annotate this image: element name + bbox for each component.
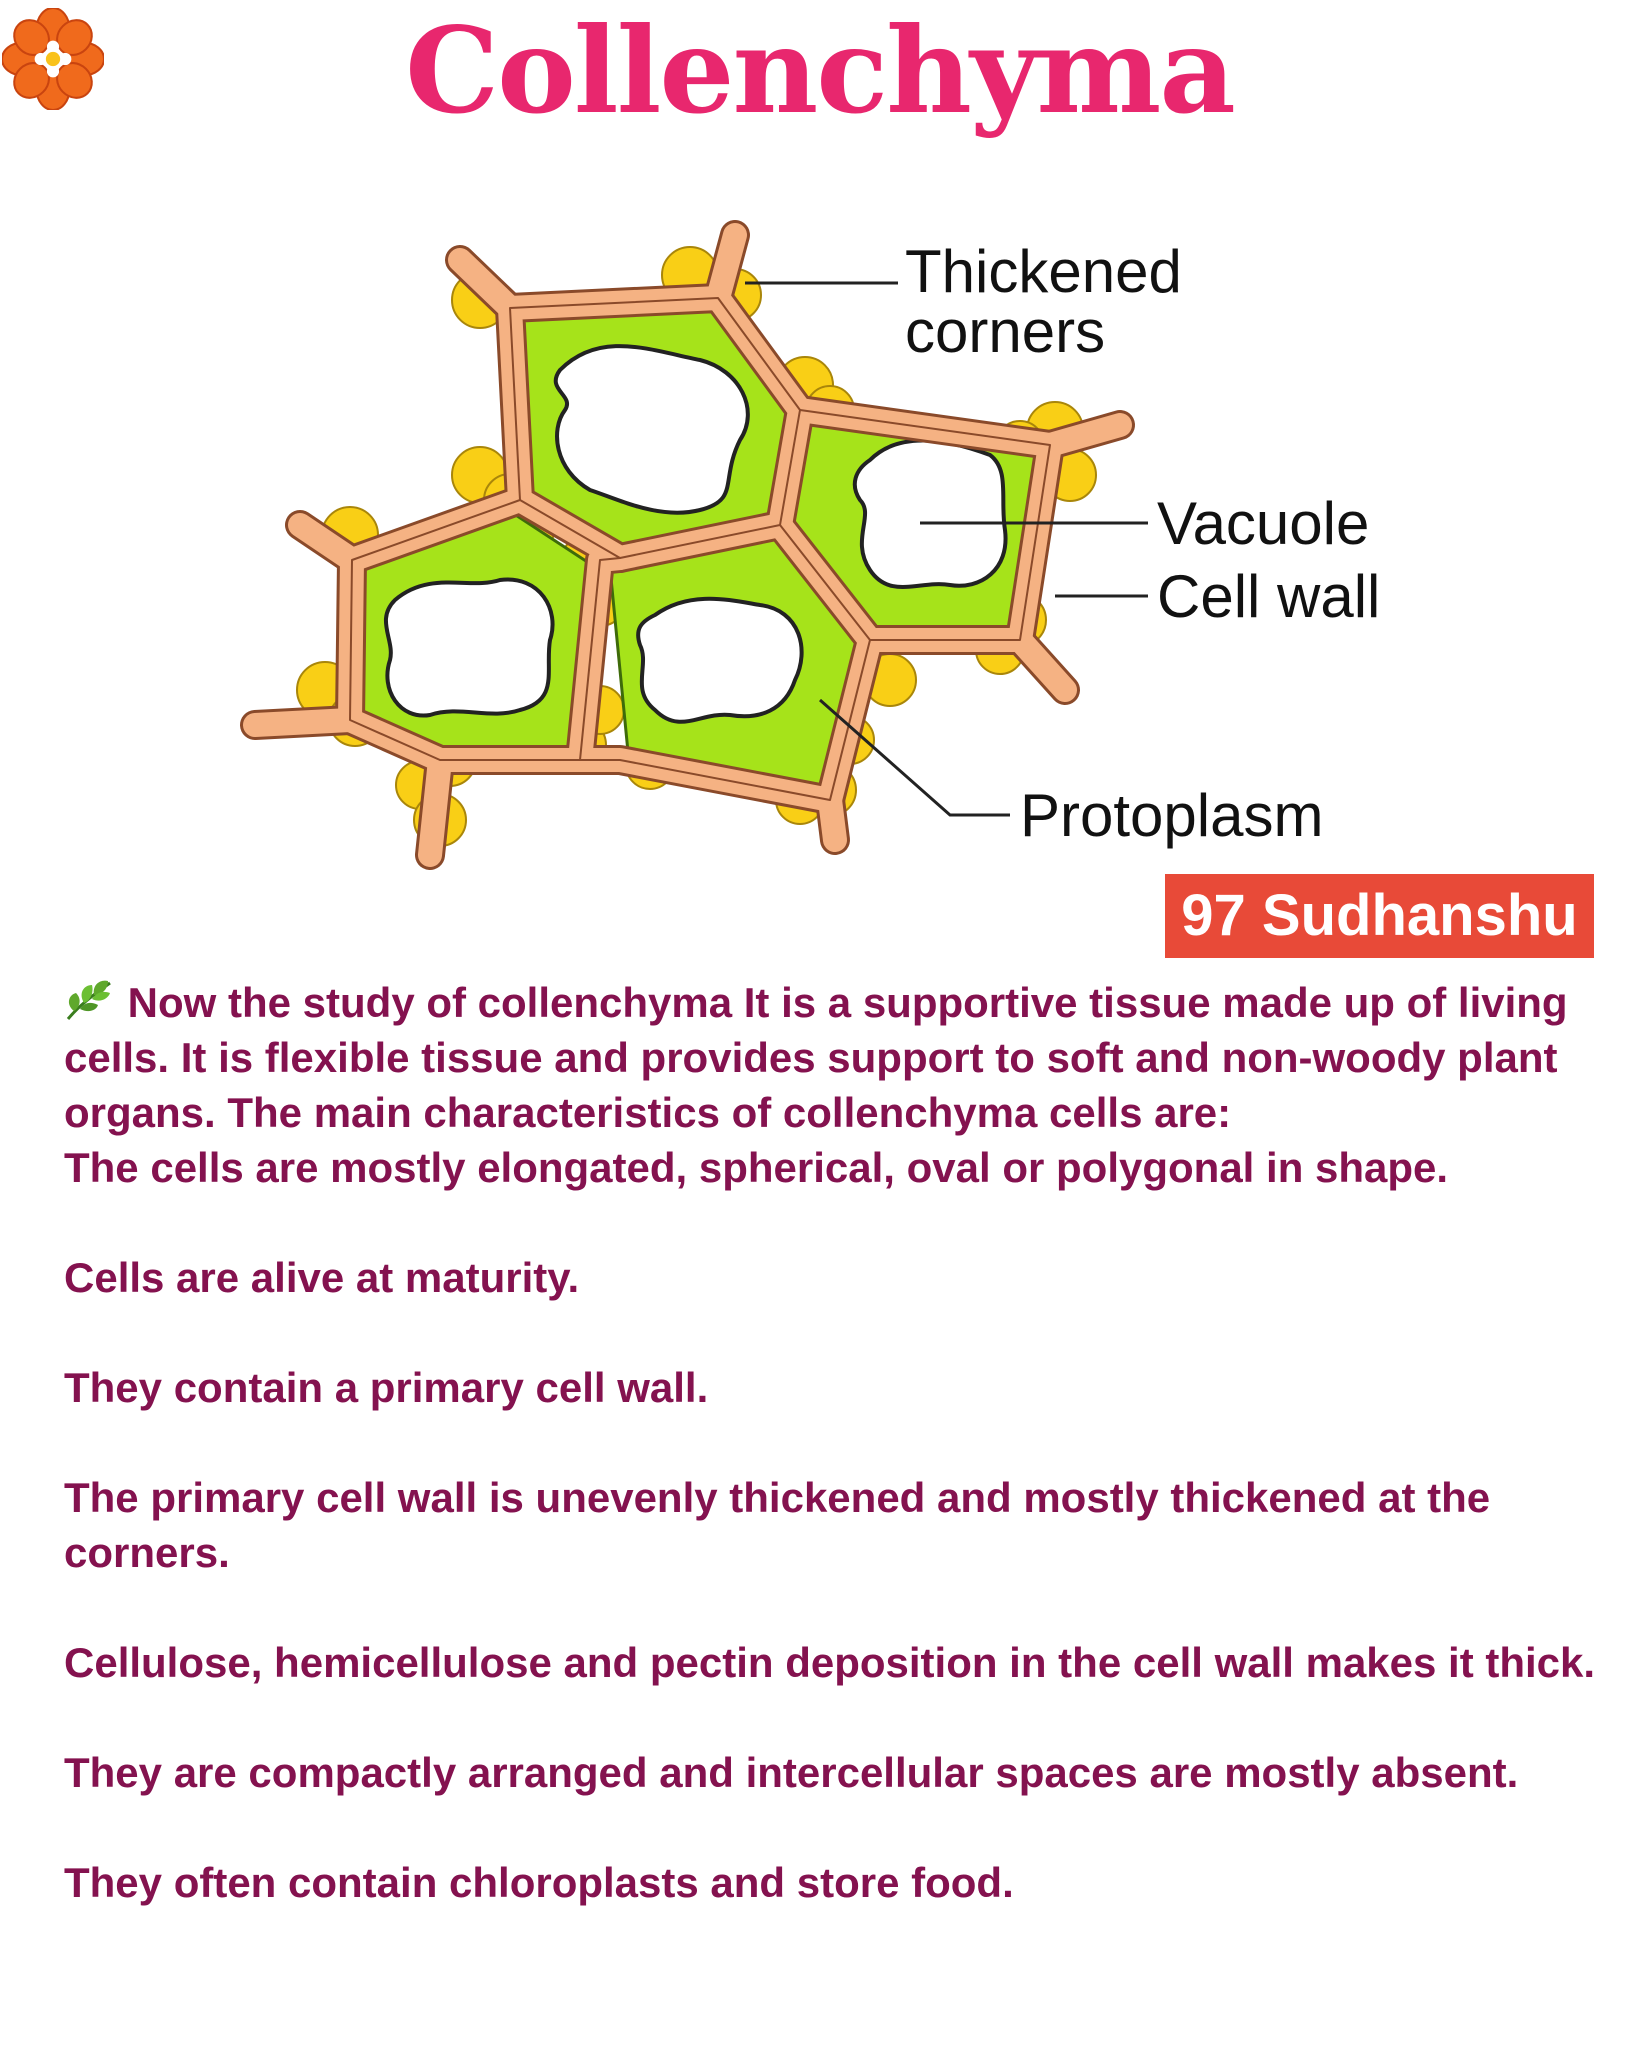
flower-icon (2, 8, 104, 110)
label-cell-wall: Cell wall (1157, 563, 1380, 630)
content-body: Now the study of collenchyma It is a sup… (64, 975, 1604, 1910)
label-vacuole: Vacuole (1157, 490, 1369, 557)
label-thickened-corners-line1: Thickened (905, 238, 1182, 305)
label-leader-lines (745, 281, 1148, 817)
intro-paragraph: Now the study of collenchyma It is a sup… (64, 975, 1604, 1140)
cell-walls (240, 220, 1135, 870)
leaf-icon (66, 980, 111, 1020)
author-badge: 97 Sudhanshu (1165, 874, 1594, 958)
point-item: The primary cell wall is unevenly thicke… (64, 1474, 1491, 1576)
point-item: They are compactly arranged and intercel… (64, 1749, 1519, 1796)
label-thickened-corners-line2: corners (905, 298, 1105, 365)
point-item: The cells are mostly elongated, spherica… (64, 1144, 1449, 1191)
point-item: They contain a primary cell wall. (64, 1364, 709, 1411)
point-item: Cells are alive at maturity. (64, 1254, 580, 1301)
label-protoplasm: Protoplasm (1020, 782, 1323, 849)
point-item: Cellulose, hemicellulose and pectin depo… (64, 1639, 1596, 1686)
page-title: Collenchyma (405, 1, 1236, 140)
collenchyma-diagram: Thickened corners Vacuole Cell wall Prot… (240, 220, 1380, 870)
point-item: They often contain chloroplasts and stor… (64, 1859, 1014, 1906)
cell-vacuoles (383, 344, 1008, 724)
intro-text: Now the study of collenchyma It is a sup… (64, 979, 1568, 1136)
